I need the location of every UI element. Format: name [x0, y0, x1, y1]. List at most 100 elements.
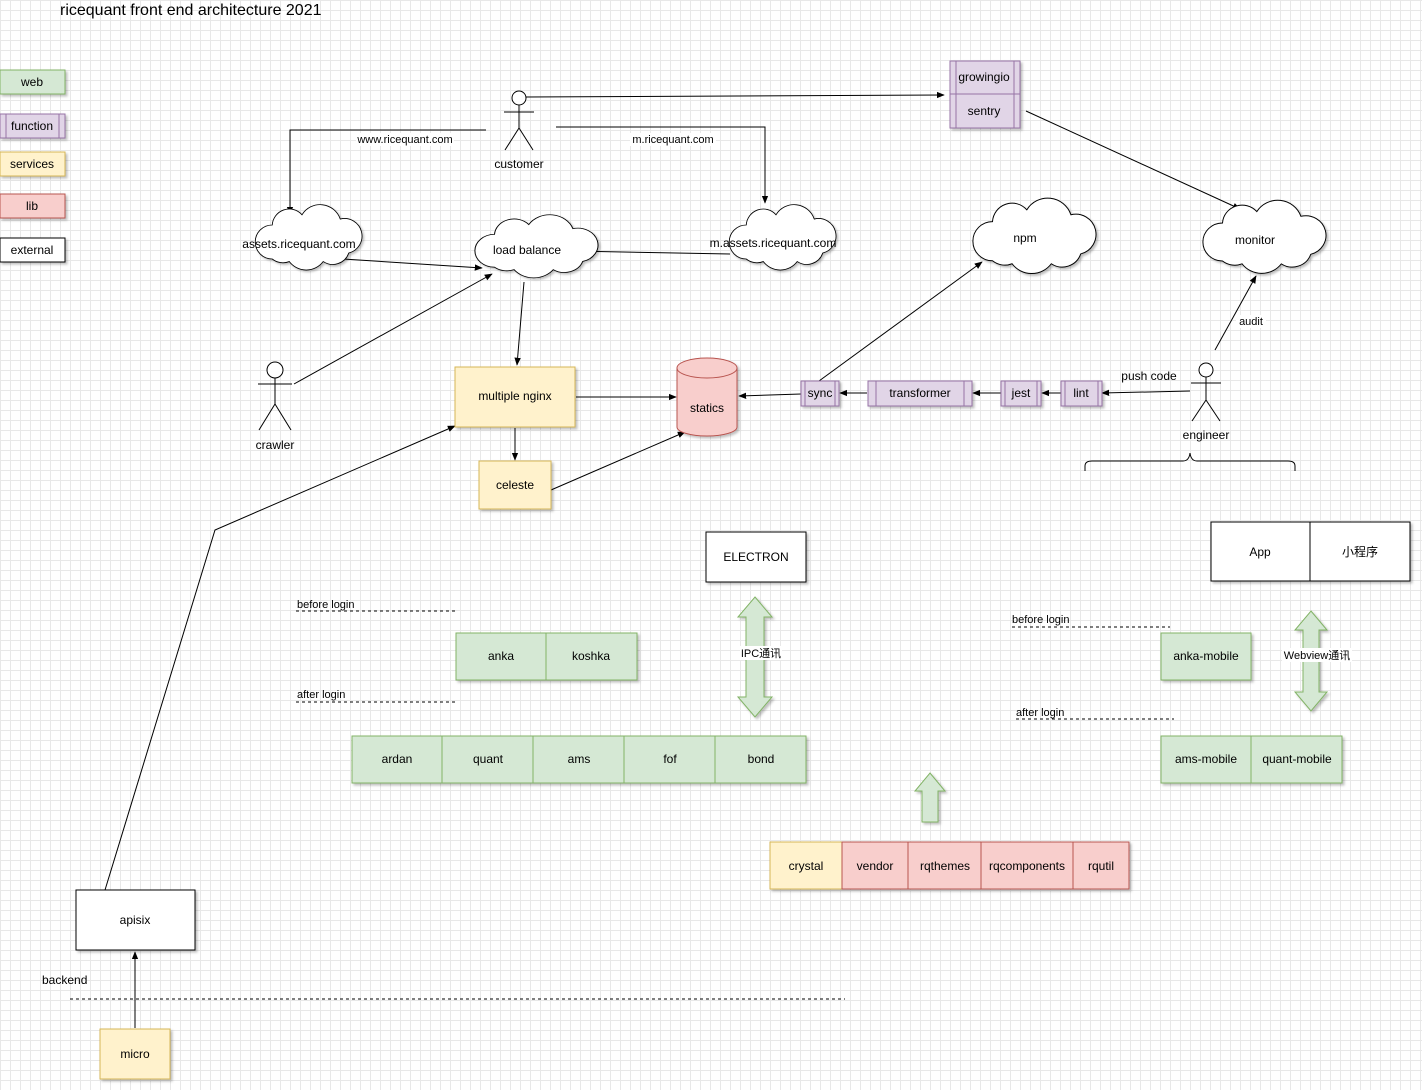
edge-customer-to-m-assets [556, 126, 769, 204]
service-nginx: multiple nginx [454, 366, 576, 428]
micro-label: micro [120, 1047, 150, 1061]
web-app-quant: quant [473, 752, 504, 766]
growingio-label: growingio [958, 70, 1010, 84]
cloud-monitor-label: monitor [1235, 233, 1275, 247]
label-push-code: push code [1121, 369, 1177, 383]
app-label: App [1249, 545, 1271, 559]
mobile-app-quant-mobile: quant-mobile [1262, 752, 1332, 766]
edge-engineer-to-lint [1101, 389, 1191, 397]
web-app-ams: ams [568, 752, 591, 766]
mobile-after-login-row [1160, 735, 1343, 784]
actor-crawler [258, 361, 292, 431]
edge-sync-to-statics [738, 392, 802, 399]
service-micro: micro [99, 1028, 171, 1080]
web-app-anka: anka [488, 649, 514, 663]
mobile-before-login-row [1160, 632, 1252, 681]
actor-crawler-label: crawler [256, 438, 295, 452]
actor-engineer-label: engineer [1183, 428, 1230, 442]
actor-engineer [1191, 362, 1221, 422]
cloud-assets: assets.ricequant.com [242, 204, 363, 271]
pipeline-sync: sync [800, 380, 840, 407]
before-login-web-label: before login [297, 599, 355, 611]
lint-label: lint [1073, 386, 1089, 400]
nginx-label: multiple nginx [478, 389, 551, 403]
transformer-label: transformer [889, 386, 950, 400]
web-app-koshka: koshka [572, 649, 610, 663]
diagram-title: ricequant front end architecture 2021 [60, 2, 322, 19]
edge-customer-to-assets [286, 129, 486, 215]
apisix-label: apisix [120, 913, 151, 927]
engineer-brace [1084, 452, 1296, 471]
edge-crawler-to-loadbalance [293, 273, 493, 385]
ipc-label: IPC通讯 [741, 647, 781, 660]
edge-loadbalance-to-nginx [514, 281, 525, 366]
label-m: m.ricequant.com [632, 134, 713, 146]
after-login-mobile-label: after login [1016, 707, 1064, 719]
pipeline-transformer: transformer [867, 380, 973, 407]
before-login-mobile-label: before login [1012, 614, 1070, 626]
label-www: www.ricequant.com [356, 134, 452, 146]
label-audit: audit [1239, 316, 1263, 328]
service-celeste: celeste [478, 460, 552, 510]
legend-external: external [0, 237, 66, 263]
miniprogram-label: 小程序 [1342, 544, 1378, 559]
cloud-assets-label: assets.ricequant.com [242, 237, 355, 251]
lib-up-arrow [913, 772, 947, 823]
legend-services: services [0, 151, 66, 177]
external-apisix: apisix [75, 889, 196, 951]
legend-function-label: function [11, 119, 53, 133]
cloud-load-balance: load balance [474, 214, 599, 279]
pipeline-jest: jest [1000, 380, 1042, 407]
tracking-box: growingio sentry [949, 60, 1021, 129]
mobile-app-ams-mobile: ams-mobile [1175, 752, 1237, 766]
web-app-bond: bond [748, 752, 775, 766]
cloud-m-assets-label: m.assets.ricequant.com [710, 236, 837, 250]
jest-label: jest [1011, 386, 1031, 400]
legend-web-label: web [20, 75, 43, 89]
web-after-login-row [351, 735, 807, 784]
electron-label: ELECTRON [723, 550, 788, 564]
edge-customer-to-growingio [525, 91, 945, 99]
cloud-load-balance-label: load balance [493, 243, 561, 257]
edge-m-assets-to-loadbalance [570, 247, 731, 255]
backend-label: backend [42, 973, 87, 987]
legend-function: function [0, 113, 66, 139]
lib-row [769, 841, 1130, 890]
after-login-web-label: after login [297, 689, 345, 701]
web-app-ardan: ardan [382, 752, 413, 766]
celeste-label: celeste [496, 478, 534, 492]
lib-vendor: vendor [857, 859, 894, 873]
legend-services-label: services [10, 157, 54, 171]
edge-sentry-to-monitor [1025, 110, 1241, 210]
cloud-monitor: monitor [1202, 199, 1327, 274]
mobile-app-anka-mobile: anka-mobile [1173, 649, 1239, 663]
edges [104, 91, 1257, 1028]
legend-web: web [0, 69, 66, 95]
cloud-npm-label: npm [1013, 231, 1036, 245]
actor-customer-label: customer [494, 157, 543, 171]
legend-lib: lib [0, 193, 66, 219]
sentry-label: sentry [968, 104, 1001, 118]
dashed-markers [70, 610, 1174, 1000]
sync-label: sync [808, 386, 833, 400]
edge-engineer-to-monitor [1214, 275, 1257, 351]
lib-crystal: crystal [789, 859, 824, 873]
ipc-double-arrow: IPC通讯 [736, 596, 782, 718]
external-app-group: App 小程序 [1210, 521, 1411, 582]
cloud-m-assets: m.assets.ricequant.com [710, 204, 837, 271]
statics-storage [676, 357, 738, 437]
legend-external-label: external [11, 243, 54, 257]
actor-customer [504, 90, 534, 151]
statics-label: statics [690, 401, 724, 415]
lib-rqcomponents: rqcomponents [989, 859, 1065, 873]
pipeline-lint: lint [1060, 380, 1103, 407]
webview-double-arrow: Webview通讯 [1282, 610, 1352, 712]
edge-celeste-to-statics [550, 431, 686, 491]
web-app-fof: fof [663, 752, 677, 766]
edge-apisix-to-nginx [104, 425, 456, 891]
lib-rqutil: rqutil [1088, 859, 1114, 873]
external-electron: ELECTRON [705, 531, 807, 583]
lib-rqthemes: rqthemes [920, 859, 970, 873]
webview-label: Webview通讯 [1284, 649, 1350, 662]
edge-sync-to-npm [818, 261, 983, 382]
